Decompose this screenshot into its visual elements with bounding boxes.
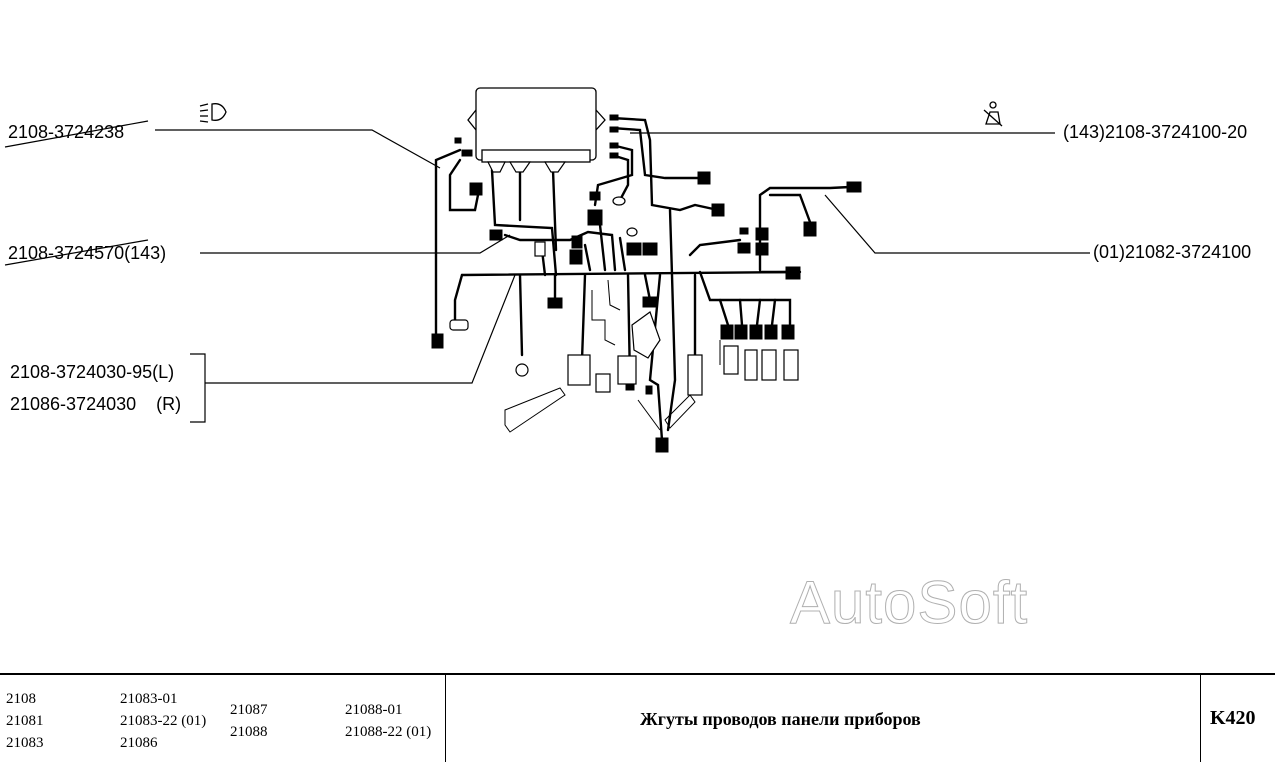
switch-body — [617, 355, 637, 385]
switch-body — [595, 373, 611, 393]
connector — [781, 324, 795, 340]
connector — [431, 333, 444, 349]
sheet-code: K420 — [1210, 707, 1256, 729]
cluster-plug — [508, 161, 532, 173]
switch-body — [631, 311, 661, 359]
connector — [711, 203, 725, 217]
cluster-plug — [543, 161, 567, 173]
callout-bottom-left-2: 21086-3724030 (R) — [10, 394, 182, 414]
switch-body — [534, 241, 546, 257]
switch-body — [687, 354, 703, 396]
leader-line-mid-right — [824, 194, 1090, 254]
leader-line-bottom-left — [205, 274, 516, 384]
connector — [655, 437, 669, 453]
bulb-holder — [744, 349, 758, 381]
connector — [454, 137, 462, 144]
connector — [469, 182, 483, 196]
cluster-plug — [487, 161, 506, 173]
model-code: 21088-22 (01) — [345, 724, 432, 740]
watermark: AutoSoft — [789, 569, 1029, 637]
connector — [749, 324, 763, 340]
model-code: 21083 — [6, 735, 44, 751]
model-code: 2108 — [6, 691, 36, 707]
connector — [589, 191, 601, 201]
connector — [642, 296, 658, 308]
connector — [547, 297, 563, 309]
connector — [626, 242, 642, 256]
connector — [734, 324, 748, 340]
model-code: 21081 — [6, 713, 44, 729]
lamp-socket — [626, 227, 638, 237]
callout-bottom-left-1: 2108-3724030-95(L) — [10, 362, 175, 382]
leader-line-top-left — [155, 129, 441, 169]
lamp-socket — [449, 319, 469, 331]
connector — [755, 227, 769, 241]
connector — [764, 324, 778, 340]
connector — [587, 209, 603, 226]
model-code: 21088-01 — [345, 702, 403, 718]
callout-mid-right: (01)21082-3724100 — [1093, 242, 1252, 262]
bulb-holder — [783, 349, 799, 381]
bulb-holder — [723, 345, 739, 375]
seatbelt-icon — [983, 101, 1003, 127]
connector — [846, 181, 862, 193]
leader-line-mid-left — [200, 234, 511, 254]
connector — [737, 242, 751, 254]
callout-mid-left: 2108-3724570(143) — [8, 243, 167, 263]
bulb-holder — [761, 349, 777, 381]
connector — [697, 171, 711, 185]
model-code: 21087 — [230, 702, 268, 718]
main-harness-trunk — [460, 270, 802, 277]
connector — [645, 385, 653, 395]
callout-top-right: (143)2108-3724100-20 — [1063, 122, 1248, 142]
leader-strike-mid-left — [4, 239, 149, 266]
connector — [720, 324, 734, 340]
connector — [642, 242, 658, 256]
model-code: 21088 — [230, 724, 268, 740]
title-block-divider — [1200, 675, 1201, 762]
connector — [609, 114, 619, 121]
connector — [609, 152, 619, 159]
title-block: 2108 21081 21083 21083-01 21083-22 (01) … — [0, 673, 1275, 762]
title-block-divider — [445, 675, 446, 762]
connector — [785, 266, 801, 280]
connector — [755, 242, 769, 256]
connector — [803, 221, 817, 237]
callout-top-left: 2108-3724238 — [8, 122, 125, 142]
instrument-cluster — [467, 87, 606, 163]
connector — [571, 235, 583, 249]
connector — [461, 149, 473, 157]
model-code: 21083-01 — [120, 691, 178, 707]
connector — [609, 126, 619, 133]
connector — [489, 229, 503, 241]
lamp-socket — [515, 363, 529, 377]
connector — [739, 227, 749, 235]
sheet-title: Жгуты проводов панели приборов — [640, 709, 921, 729]
bracket-bottom-left — [190, 353, 206, 423]
wiring-harness-diagram — [4, 87, 1090, 453]
switch-body — [567, 354, 591, 386]
headlight-icon — [199, 103, 227, 123]
model-code: 21086 — [120, 735, 158, 751]
leader-strike-top-left — [4, 120, 149, 148]
lamp-socket — [612, 196, 626, 206]
connector — [609, 142, 619, 149]
model-code: 21083-22 (01) — [120, 713, 207, 729]
connector — [569, 249, 583, 265]
